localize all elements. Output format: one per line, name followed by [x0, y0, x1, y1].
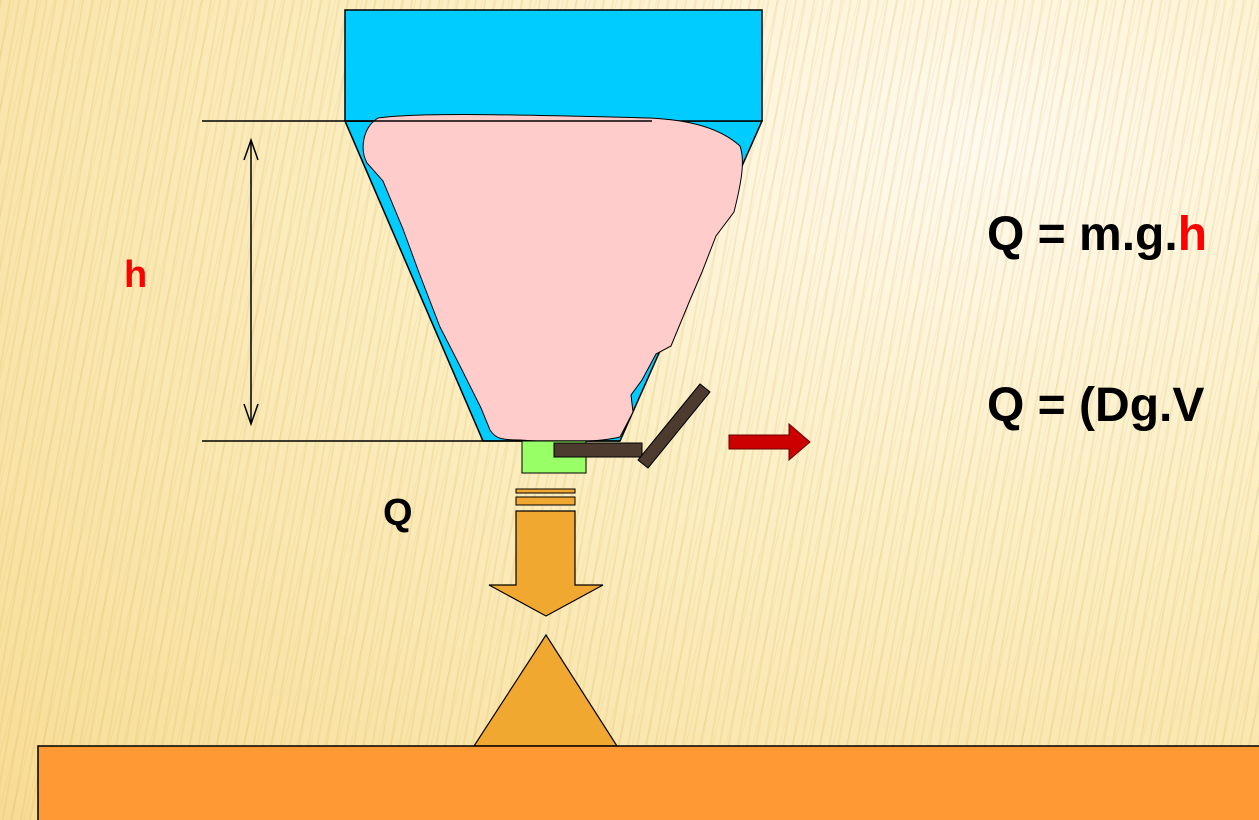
ground-block	[37, 745, 1259, 820]
formula-line-1: Q = m.g.h	[987, 207, 1207, 262]
motion-arrow	[728, 422, 811, 462]
formula-line-2: Q = (Dg.V	[987, 379, 1205, 432]
height-arrow	[243, 137, 259, 427]
energy-label: Q	[383, 492, 413, 534]
hopper-top-box	[344, 9, 763, 122]
bulk-material	[362, 114, 743, 443]
height-label: h	[124, 254, 148, 296]
formula-line-1-prefix: Q = m.g.	[987, 208, 1178, 261]
flap-lever	[553, 383, 711, 469]
flow-arrow	[488, 488, 604, 617]
material-pile	[472, 633, 619, 747]
formula-line-1-variable: h	[1177, 208, 1208, 261]
